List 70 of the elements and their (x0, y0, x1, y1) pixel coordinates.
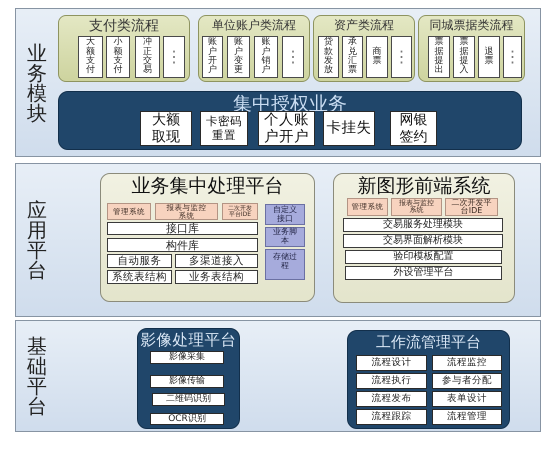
group-panel (58, 91, 522, 150)
function-box: 流程管理 (432, 409, 502, 425)
process-box: 账户变更 (227, 36, 250, 78)
platform-panel (333, 173, 515, 303)
process-box: 退票 (478, 36, 500, 78)
module-box: 自动服务 (107, 254, 172, 268)
function-box: 参与者分配 (432, 373, 502, 389)
platform-title: 影像处理平台 (140, 333, 238, 348)
function-box: 表单设计 (432, 391, 502, 407)
process-box: 商票 (366, 36, 388, 78)
layer-title: 基础平台 (26, 336, 48, 416)
process-box: 承兑汇票 (342, 36, 363, 78)
module-box: 系统表结构 (107, 270, 172, 284)
module-box: 构件库 (107, 238, 258, 252)
layer-panel (15, 320, 541, 432)
function-box: 影像传输 (150, 375, 224, 388)
process-box: 票据提入 (453, 36, 475, 78)
module-box: 接口库 (107, 222, 258, 235)
process-box: 账户销户 (254, 36, 278, 78)
process-box: 小额支付 (106, 36, 130, 78)
layer-panel (15, 163, 541, 317)
platform-panel (137, 328, 240, 429)
ellipsis-box: ⋮ (503, 36, 522, 78)
group-panel (58, 15, 190, 82)
layer-panel (15, 8, 541, 157)
ellipsis-box: ⋮ (282, 36, 304, 78)
platform-title: 业务集中处理平台 (130, 177, 284, 196)
group-title: 支付类流程 (88, 19, 160, 33)
group-title: 资产类流程 (333, 19, 395, 31)
platform-title: 新图形前端系统 (356, 177, 492, 196)
module-box: 业务表结构 (175, 270, 258, 284)
module-box: 多渠道接入 (175, 254, 258, 268)
process-box: 贷款发放 (318, 36, 339, 78)
platform-panel (347, 330, 510, 429)
ellipsis-box: ⋮ (163, 36, 185, 78)
group-title: 单位账户类流程 (211, 19, 297, 31)
function-box: 流程跟踪 (356, 409, 427, 425)
business-box: 网银签约 (390, 111, 437, 146)
ellipsis-box: ⋮ (391, 36, 412, 78)
business-box: 卡密码重置 (200, 111, 248, 146)
group-panel (418, 15, 525, 82)
group-title: 同城票据类流程 (428, 19, 514, 31)
business-box: 卡挂失 (323, 111, 375, 146)
layer-title: 应用平台 (26, 200, 48, 280)
platform-panel (100, 173, 315, 302)
module-box: 交易界面解析模块 (343, 234, 503, 248)
business-box: 大额取现 (140, 111, 192, 146)
function-box: 流程执行 (356, 373, 427, 389)
group-panel (313, 15, 415, 82)
process-box: 账户开户 (202, 36, 223, 78)
module-box: 交易服务处理模块 (343, 218, 503, 232)
group-panel (198, 15, 310, 82)
business-box: 个人账户开户 (258, 111, 315, 146)
module-box: 自定义接口 (265, 204, 305, 225)
function-box: 影像采集 (150, 351, 224, 364)
layer-title: 业务模块 (26, 42, 48, 122)
module-box: 存储过程 (265, 249, 305, 280)
platform-title: 工作流管理平台 (375, 335, 482, 350)
function-box: 流程设计 (356, 355, 427, 371)
process-box: 冲正交易 (135, 36, 160, 78)
function-box: 流程发布 (356, 391, 427, 407)
module-box: 外设管理平台 (345, 266, 502, 280)
process-box: 票据提出 (428, 36, 450, 78)
process-box: 大额支付 (78, 36, 103, 78)
tool-box: 二次开发平台IDE (445, 198, 498, 216)
module-box: 验印模板配置 (345, 250, 502, 264)
function-box: OCR识别 (150, 413, 224, 425)
function-box: 二维码识别 (152, 393, 225, 406)
module-box: 业务脚本 (265, 227, 305, 247)
function-box: 流程监控 (432, 355, 502, 371)
